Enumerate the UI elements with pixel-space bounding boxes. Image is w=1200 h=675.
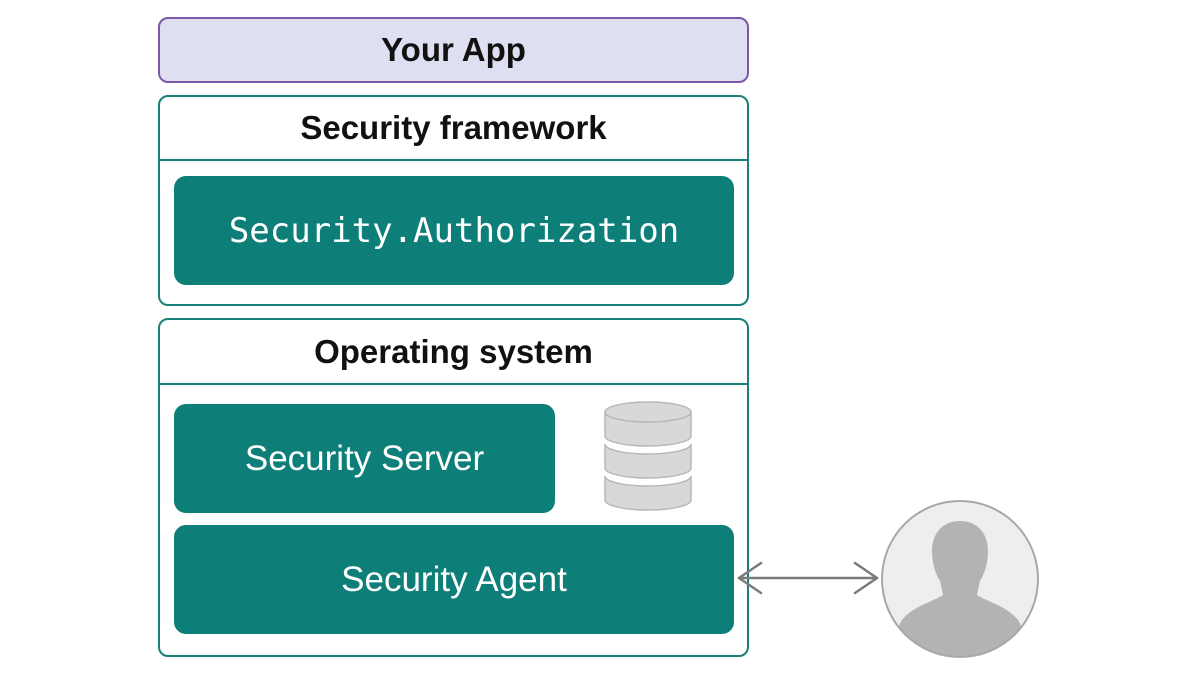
security-server-block: Security Server (174, 404, 555, 513)
security-agent-label: Security Agent (341, 559, 567, 599)
security-framework-panel: Security framework Security.Authorizatio… (158, 95, 749, 306)
database-icon (604, 401, 692, 511)
operating-system-title: Operating system (314, 332, 593, 370)
user-avatar-icon (881, 500, 1039, 658)
your-app-box: Your App (158, 17, 749, 83)
operating-system-header: Operating system (160, 320, 747, 385)
security-framework-header: Security framework (160, 97, 747, 161)
security-framework-title: Security framework (300, 109, 607, 146)
bidirectional-arrow-icon (737, 561, 879, 595)
security-server-label: Security Server (244, 438, 485, 478)
security-authorization-block: Security.Authorization (174, 176, 734, 285)
security-agent-block: Security Agent (174, 525, 734, 634)
security-authorization-label: Security.Authorization (228, 210, 680, 251)
your-app-label: Your App (381, 31, 526, 68)
